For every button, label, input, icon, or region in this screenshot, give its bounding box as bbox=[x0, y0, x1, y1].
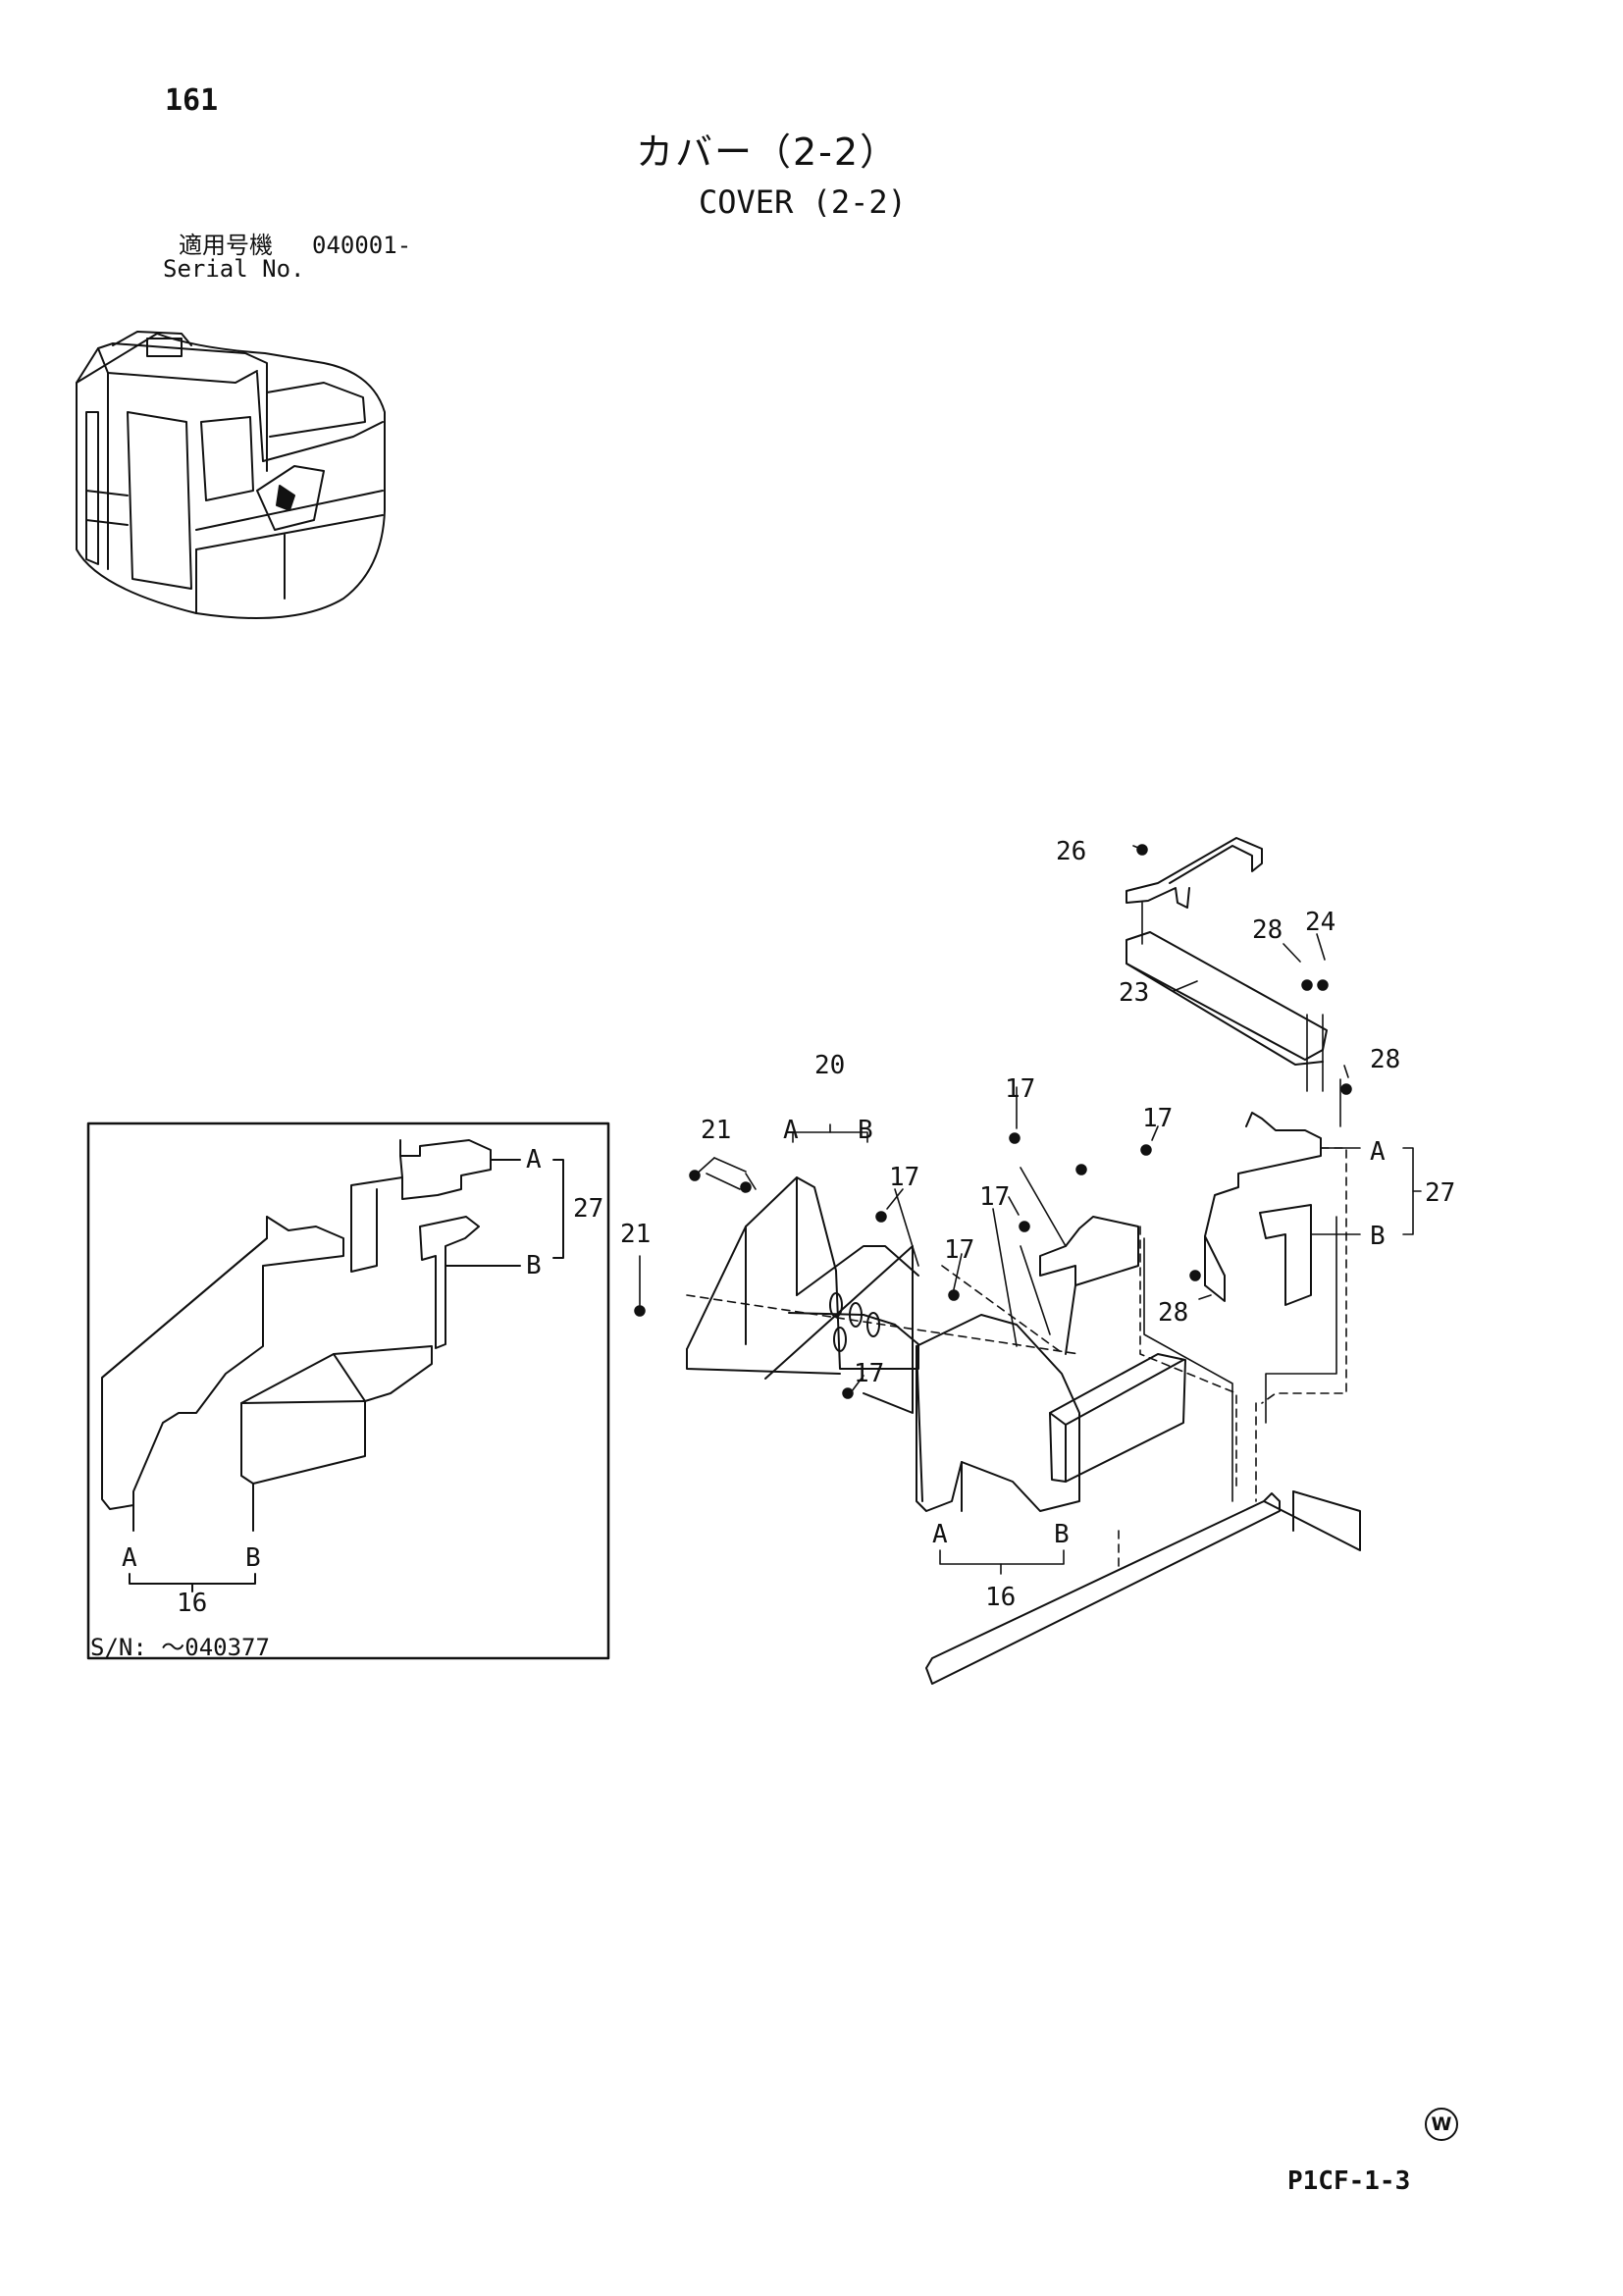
main-part-23-support bbox=[1126, 837, 1328, 1066]
inset-part-27-b bbox=[419, 1216, 521, 1349]
main-part-16-a-panel bbox=[916, 1314, 1080, 1512]
page-title-japanese: カバー（2-2） bbox=[636, 130, 900, 174]
inset-label-16: 16 bbox=[177, 1589, 207, 1618]
callout-27-b: B bbox=[1370, 1222, 1386, 1251]
serial-label-japanese: 適用号機 bbox=[179, 232, 273, 259]
callout-17-e: 17 bbox=[944, 1235, 974, 1265]
callout-16: 16 bbox=[985, 1583, 1016, 1612]
callout-28-top: 28 bbox=[1252, 915, 1283, 945]
main-part-17-cover bbox=[1039, 1216, 1139, 1355]
inset-label-27: 27 bbox=[573, 1194, 603, 1224]
main-part-27-a-cover bbox=[1204, 1112, 1322, 1302]
callout-17-f: 17 bbox=[854, 1359, 884, 1388]
bolt-markers bbox=[634, 844, 1352, 1399]
callout-27: 27 bbox=[1425, 1178, 1455, 1208]
callout-20-b: B bbox=[858, 1116, 873, 1145]
callout-28-lower: 28 bbox=[1158, 1298, 1188, 1328]
inset-bracket-27 bbox=[552, 1159, 564, 1259]
callout-27-a: A bbox=[1370, 1137, 1386, 1167]
callout-20: 20 bbox=[814, 1051, 845, 1080]
main-part-16-b-panel bbox=[1049, 1353, 1186, 1483]
callout-17-b: 17 bbox=[1142, 1104, 1173, 1133]
inset-bracket-16 bbox=[129, 1573, 256, 1585]
callout-21-left: 21 bbox=[620, 1220, 651, 1249]
main-part-20-b-plate bbox=[764, 1245, 914, 1414]
callout-23: 23 bbox=[1119, 978, 1149, 1008]
inset-label-b-bottom: B bbox=[245, 1543, 261, 1573]
inset-label-a-bottom: A bbox=[122, 1543, 137, 1573]
callout-20-a: A bbox=[783, 1116, 799, 1145]
inset-part-16-a bbox=[101, 1216, 344, 1532]
inset-label-b-top: B bbox=[526, 1251, 542, 1280]
inset-label-a-top: A bbox=[526, 1145, 542, 1174]
callout-24: 24 bbox=[1305, 908, 1335, 937]
callout-16-b: B bbox=[1054, 1520, 1070, 1549]
callout-17-a: 17 bbox=[1005, 1074, 1035, 1104]
inset-serial-note: S/N: ～040377 bbox=[90, 1634, 270, 1661]
inset-part-27-a bbox=[350, 1139, 521, 1273]
callout-26: 26 bbox=[1056, 837, 1086, 866]
callout-28-right: 28 bbox=[1370, 1045, 1400, 1074]
callout-17-d: 17 bbox=[979, 1182, 1010, 1212]
inset-part-16-b bbox=[240, 1345, 433, 1532]
callout-17-c: 17 bbox=[889, 1163, 919, 1192]
plate-code: P1CF-1-3 bbox=[1287, 2166, 1411, 2196]
main-part-20-plate bbox=[686, 1176, 919, 1375]
serial-label-english: Serial No. bbox=[163, 255, 305, 283]
w-circle-mark: W bbox=[1425, 2108, 1458, 2141]
callout-16-a: A bbox=[932, 1520, 948, 1549]
inset-frame bbox=[86, 1122, 610, 1660]
page-title-english: COVER (2-2) bbox=[699, 183, 907, 221]
callout-21-top: 21 bbox=[701, 1116, 731, 1145]
main-frame-rail bbox=[925, 1490, 1361, 1685]
main-part-27-b-cover bbox=[1259, 1204, 1312, 1306]
serial-number-value: 040001- bbox=[312, 232, 412, 259]
machine-overview-illustration bbox=[76, 331, 386, 619]
page-number: 161 bbox=[165, 83, 219, 118]
